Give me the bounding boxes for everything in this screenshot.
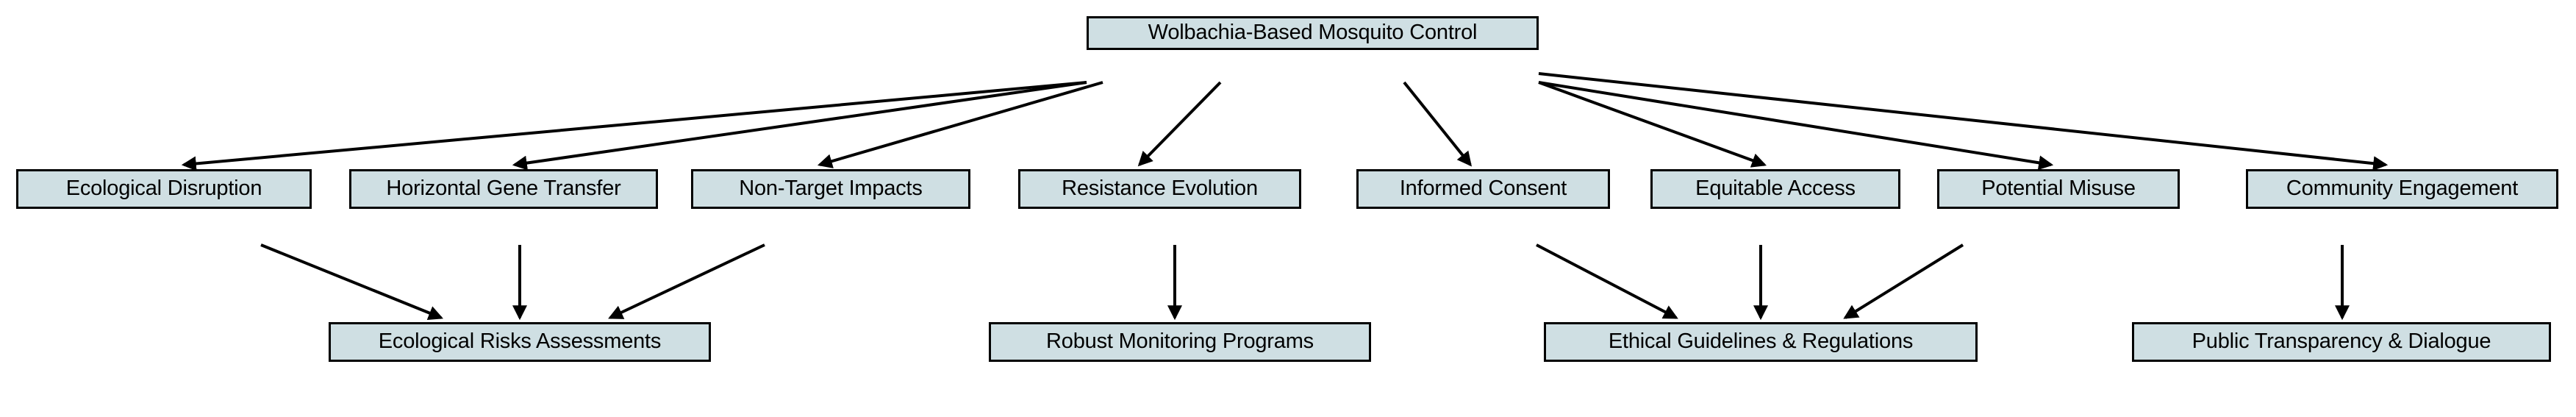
edge-wolbachia-based-mosquito-control-to-informed-consent [1403,81,1473,167]
node-label: Ecological Risks Assessments [378,329,662,354]
node-informed-consent[interactable]: Informed Consent [1356,169,1610,209]
node-label: Public Transparency & Dialogue [2192,329,2491,354]
node-label: Resistance Evolution [1062,177,1258,201]
edge-informed-consent-to-ethical-guidelines-regulations [1536,243,1678,319]
node-ecological-disruption[interactable]: Ecological Disruption [16,169,312,209]
node-community-engagement[interactable]: Community Engagement [2246,169,2558,209]
node-public-transparency-dialogue[interactable]: Public Transparency & Dialogue [2132,322,2551,362]
edge-ecological-disruption-to-ecological-risks-assessments [260,243,443,320]
node-equitable-access[interactable]: Equitable Access [1650,169,1900,209]
node-resistance-evolution[interactable]: Resistance Evolution [1018,169,1301,209]
node-label: Wolbachia-Based Mosquito Control [1148,21,1478,45]
node-label: Robust Monitoring Programs [1046,329,1314,354]
edge-wolbachia-based-mosquito-control-to-potential-misuse [1538,81,2054,171]
node-ethical-guidelines-regulations[interactable]: Ethical Guidelines & Regulations [1544,322,1978,362]
node-label: Horizontal Gene Transfer [386,177,621,201]
node-horizontal-gene-transfer[interactable]: Horizontal Gene Transfer [349,169,658,209]
edge-wolbachia-based-mosquito-control-to-community-engagement [1538,72,2389,171]
node-label: Ecological Disruption [65,177,262,201]
edge-non-target-impacts-to-ecological-risks-assessments [608,243,765,319]
edge-wolbachia-based-mosquito-control-to-resistance-evolution [1137,81,1222,167]
node-non-target-impacts[interactable]: Non-Target Impacts [691,169,970,209]
node-label: Community Engagement [2286,177,2519,201]
node-wolbachia-based-mosquito-control[interactable]: Wolbachia-Based Mosquito Control [1087,16,1539,50]
node-robust-monitoring-programs[interactable]: Robust Monitoring Programs [989,322,1371,362]
node-label: Potential Misuse [1981,177,2136,201]
edge-wolbachia-based-mosquito-control-to-equitable-access [1538,81,1767,168]
edge-wolbachia-based-mosquito-control-to-horizontal-gene-transfer [512,81,1087,171]
node-label: Ethical Guidelines & Regulations [1608,329,1914,354]
edge-wolbachia-based-mosquito-control-to-ecological-disruption [181,81,1087,171]
node-label: Informed Consent [1399,177,1567,201]
node-potential-misuse[interactable]: Potential Misuse [1937,169,2180,209]
node-label: Equitable Access [1695,177,1856,201]
edge-potential-misuse-to-ethical-guidelines-regulations [1843,243,1964,319]
node-label: Non-Target Impacts [739,177,923,201]
edge-wolbachia-based-mosquito-control-to-non-target-impacts [817,81,1103,168]
node-ecological-risks-assessments[interactable]: Ecological Risks Assessments [329,322,711,362]
